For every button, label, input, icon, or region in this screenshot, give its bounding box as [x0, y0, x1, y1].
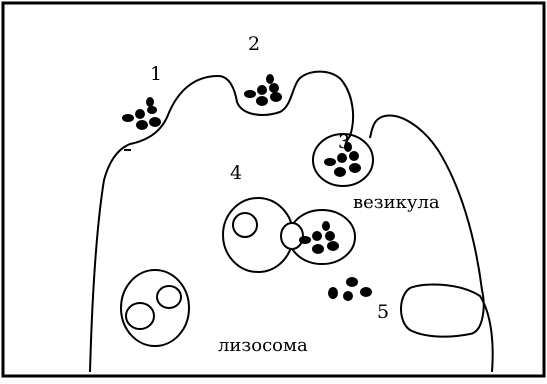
lysosome-inner-circle-1	[125, 302, 155, 330]
particles-stage-5	[328, 277, 372, 301]
particles-stage-1	[122, 97, 161, 130]
label-lysosome: лизосома	[218, 335, 308, 356]
particles-stage-4	[299, 221, 339, 254]
label-stage-2: 2	[248, 33, 260, 55]
cell-membrane-right	[369, 114, 494, 373]
label-stage-1: 1	[150, 63, 162, 85]
endosome-inner-circle	[232, 212, 258, 238]
particles-stage-3	[324, 142, 361, 177]
particles-stage-2	[244, 74, 282, 106]
fusion-small-circle	[280, 222, 304, 250]
cell-membrane-left	[89, 70, 355, 373]
frame	[1, 1, 546, 378]
label-vesicle: везикула	[353, 192, 440, 213]
label-stage-3: 3	[338, 131, 350, 153]
lysosome	[120, 269, 190, 347]
label-stage-5: 5	[377, 301, 389, 323]
label-stage-4: 4	[230, 162, 242, 184]
vesicle-stage-3	[312, 133, 374, 187]
lysosome-inner-circle-2	[156, 285, 182, 309]
